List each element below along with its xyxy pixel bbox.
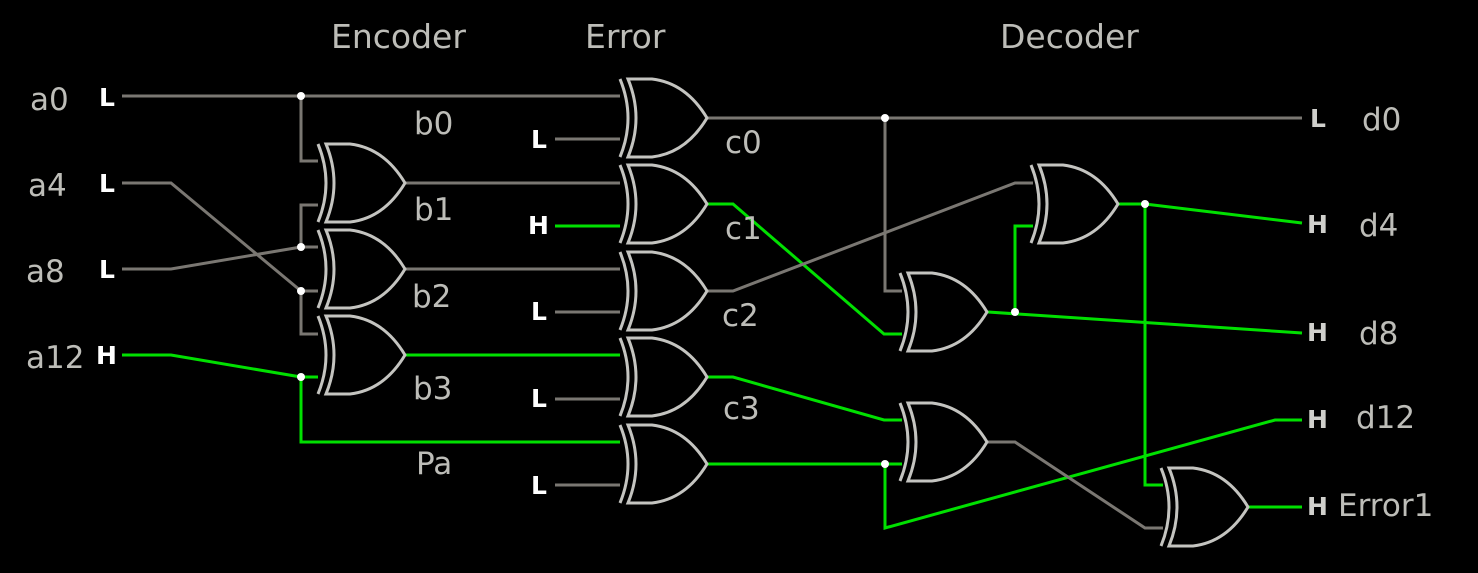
xor-gate-enc-xor-1 <box>316 142 407 224</box>
wire-dec2-to-dec1 <box>1013 224 1033 312</box>
error-toggle-c1[interactable]: H <box>528 211 549 240</box>
xor-body <box>625 77 709 159</box>
wire-a4-to-enc3 <box>299 291 318 336</box>
xor-gate-dec-xor-1 <box>1029 163 1120 245</box>
input-name-a0: a0 <box>30 82 69 118</box>
xor-back-curve <box>1159 467 1171 547</box>
xor-body <box>1166 466 1250 548</box>
wire-a12-in <box>122 353 302 379</box>
output-state-d4: H <box>1307 210 1328 239</box>
wire-dec3-out <box>988 440 1163 530</box>
input-toggle-a8[interactable]: L <box>99 255 115 284</box>
wire-pa-to-d12 <box>883 418 1302 530</box>
xor-body <box>625 336 709 418</box>
xor-back-curve <box>618 251 630 331</box>
output-name-d8: d8 <box>1359 316 1398 352</box>
label-b0: b0 <box>414 106 453 142</box>
wire-dec1-to-dec4 <box>1143 204 1163 487</box>
output-name-error1: Error1 <box>1338 488 1433 524</box>
section-title-encoder: Encoder <box>331 17 466 56</box>
xor-gate-dec-xor-2 <box>898 271 989 353</box>
label-c1: c1 <box>725 211 762 247</box>
input-toggle-a0[interactable]: L <box>99 83 115 112</box>
xor-back-curve <box>898 272 910 352</box>
label-b2: b2 <box>412 279 451 315</box>
xor-gate-enc-xor-2 <box>316 228 407 310</box>
junction-a0 <box>297 92 305 100</box>
gates-layer <box>316 77 1250 548</box>
wire-c3-out <box>707 375 902 422</box>
xor-body <box>905 401 989 483</box>
xor-back-curve <box>618 424 630 504</box>
input-toggle-a4[interactable]: L <box>99 169 115 198</box>
error-toggle-c0[interactable]: L <box>531 125 547 154</box>
output-state-d8: H <box>1307 318 1328 347</box>
wire-c1-out <box>707 202 902 336</box>
junction-dec2 <box>1011 308 1019 316</box>
xor-back-curve <box>316 315 328 395</box>
xor-gate-err-xor-0 <box>618 77 709 159</box>
xor-gate-err-xor-1 <box>618 163 709 245</box>
wires-layer <box>122 94 1303 530</box>
xor-gate-enc-xor-3 <box>316 314 407 396</box>
xor-back-curve <box>316 143 328 223</box>
output-state-d0: L <box>1310 104 1326 133</box>
error-toggle-c2[interactable]: L <box>531 297 547 326</box>
error-toggle-pa[interactable]: L <box>531 471 547 500</box>
xor-gate-err-xor-3 <box>618 336 709 418</box>
xor-gate-err-xor-4 <box>618 423 709 505</box>
output-name-d4: d4 <box>1359 208 1398 244</box>
wire-a4-in <box>122 181 302 293</box>
xor-back-curve <box>618 78 630 158</box>
input-name-a12: a12 <box>26 340 84 376</box>
label-c3: c3 <box>723 391 760 427</box>
xor-body <box>323 142 407 224</box>
label-b3: b3 <box>413 371 452 407</box>
xor-body <box>625 423 709 505</box>
xor-gate-dec-xor-3 <box>898 401 989 483</box>
wire-a8-in <box>122 245 302 271</box>
junctions-layer <box>297 92 1149 468</box>
output-state-error1: H <box>1307 492 1328 521</box>
section-title-decoder: Decoder <box>1000 17 1139 56</box>
xor-body <box>625 250 709 332</box>
xor-body <box>625 163 709 245</box>
wire-c2-out <box>707 181 1033 293</box>
xor-gate-dec-xor-4 <box>1159 466 1250 548</box>
xor-gate-err-xor-2 <box>618 250 709 332</box>
section-title-error: Error <box>585 17 666 56</box>
junction-pa <box>881 460 889 468</box>
label-b1: b1 <box>414 192 453 228</box>
junction-c0 <box>881 114 889 122</box>
xor-back-curve <box>898 402 910 482</box>
xor-body <box>905 271 989 353</box>
wire-a8-to-enc1 <box>299 203 318 247</box>
xor-back-curve <box>618 164 630 244</box>
junction-dec1 <box>1141 200 1149 208</box>
input-name-a4: a4 <box>28 168 67 204</box>
xor-back-curve <box>316 229 328 309</box>
xor-body <box>323 314 407 396</box>
input-name-a8: a8 <box>26 254 65 290</box>
error-toggle-c3[interactable]: L <box>531 384 547 413</box>
input-toggle-a12[interactable]: H <box>96 341 117 370</box>
label-pa: Pa <box>416 446 452 482</box>
junction-a4 <box>297 287 305 295</box>
label-c2: c2 <box>722 298 759 334</box>
wire-a0-to-enc1 <box>299 96 318 163</box>
wire-c0-to-dec2 <box>883 118 902 293</box>
output-name-d0: d0 <box>1362 102 1401 138</box>
label-c0: c0 <box>725 125 762 161</box>
xor-back-curve <box>1029 164 1041 244</box>
junction-a12 <box>297 373 305 381</box>
wire-a12-to-pa <box>299 377 620 444</box>
junction-a8 <box>297 243 305 251</box>
xor-body <box>1036 163 1120 245</box>
output-state-d12: H <box>1307 405 1328 434</box>
output-name-d12: d12 <box>1356 400 1415 436</box>
xor-body <box>323 228 407 310</box>
xor-back-curve <box>618 337 630 417</box>
